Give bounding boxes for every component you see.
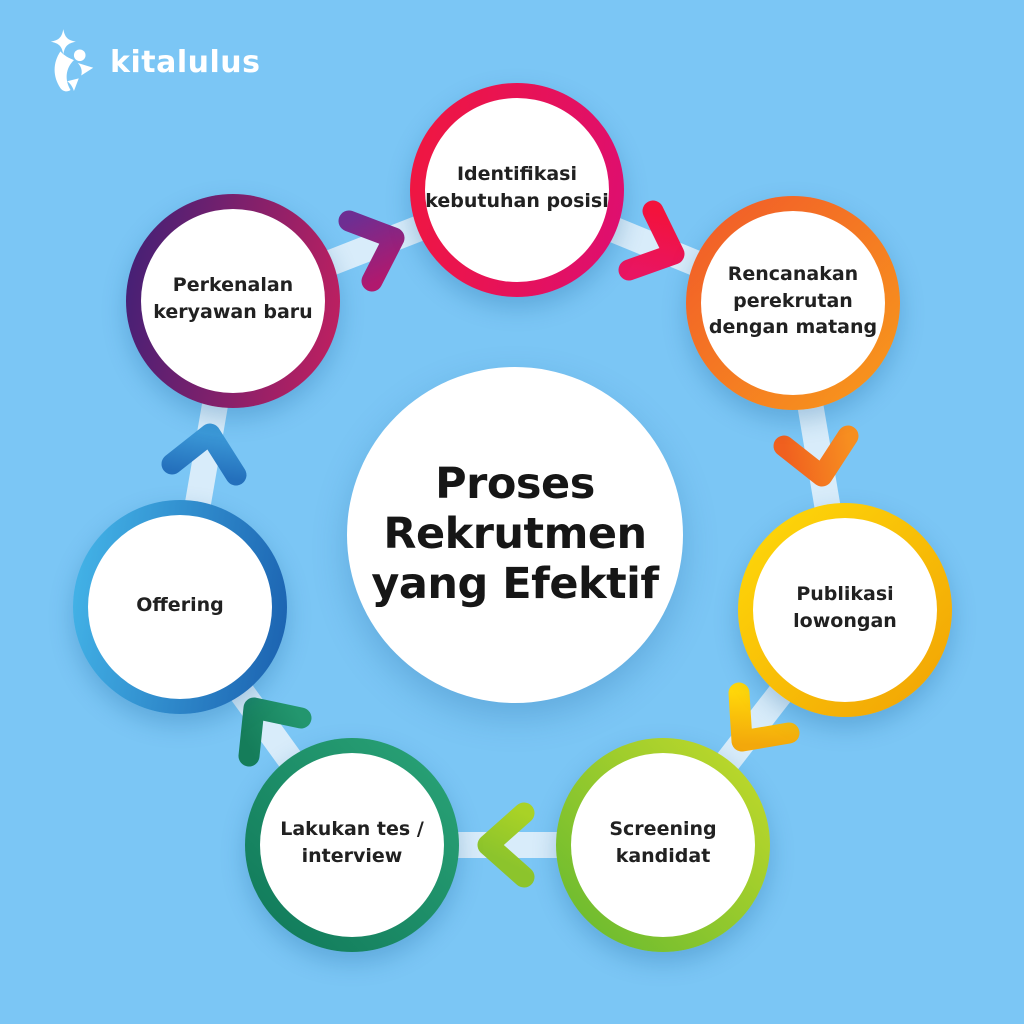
node-label: Lakukan tes / interview [280, 818, 424, 867]
kitalulus-logo-icon [50, 29, 94, 92]
node-identifikasi-kebutuhan-posisi: Identifikasi kebutuhan posisi [410, 83, 624, 297]
node-inner-circle: Publikasi lowongan [753, 518, 937, 702]
arrow-chevron-bottomright-to-bottomleft [477, 802, 535, 888]
node-label: Screening kandidat [609, 818, 717, 867]
node-publikasi-lowongan: Publikasi lowongan [738, 503, 952, 717]
node-label: Offering [136, 593, 224, 616]
node-inner-circle: Identifikasi kebutuhan posisi [425, 98, 609, 282]
node-inner-circle: Lakukan tes / interview [260, 753, 444, 937]
center-title: Proses Rekrutmen yang Efektif [371, 459, 659, 609]
center-circle: Proses Rekrutmen yang Efektif [347, 367, 683, 703]
node-label: Identifikasi kebutuhan posisi [425, 163, 609, 212]
node-inner-circle: Perkenalan keryawan baru [141, 209, 325, 393]
node-label: Perkenalan keryawan baru [153, 274, 313, 323]
arrow-chevron-right-to-bottomright [728, 682, 800, 752]
arrow-chevron-bottomleft-to-left [238, 697, 312, 767]
brand-logo: kitalulus [44, 28, 260, 96]
node-inner-circle: Rencanakan perekrutan dengan matang [701, 211, 885, 395]
node-perkenalan-keryawan-baru: Perkenalan keryawan baru [126, 194, 340, 408]
node-label: Publikasi lowongan [793, 583, 897, 632]
node-lakukan-tes-interview: Lakukan tes / interview [245, 738, 459, 952]
arrow-chevron-left-to-topleft [161, 423, 247, 486]
node-screening-kandidat: Screening kandidat [556, 738, 770, 952]
arrow-chevron-topright-to-right [773, 425, 859, 487]
brand-name: kitalulus [110, 44, 261, 80]
arrow-chevron-top-to-topright [618, 200, 685, 281]
arrow-chevron-topleft-to-top [338, 210, 405, 292]
node-offering: Offering [73, 500, 287, 714]
node-inner-circle: Offering [88, 515, 272, 699]
node-inner-circle: Screening kandidat [571, 753, 755, 937]
node-rencanakan-perekrutan: Rencanakan perekrutan dengan matang [686, 196, 900, 410]
node-label: Rencanakan perekrutan dengan matang [708, 263, 878, 339]
